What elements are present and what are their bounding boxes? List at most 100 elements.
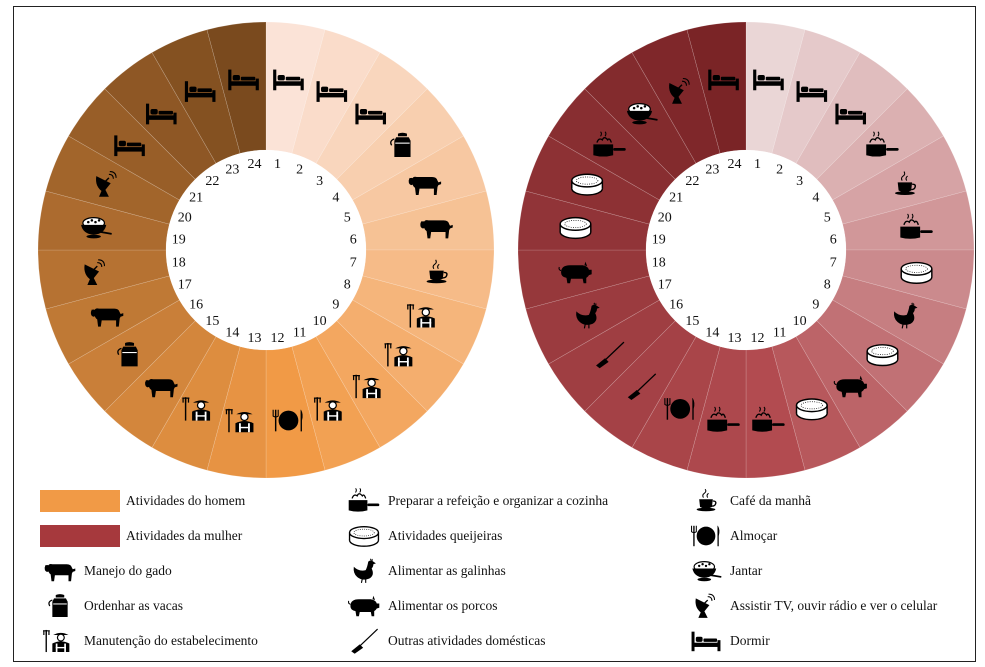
men-hour-label: 22 xyxy=(205,174,219,189)
legend-item: Café da manhã xyxy=(686,486,811,516)
women-hour-label: 11 xyxy=(773,325,786,340)
men-hour-label: 10 xyxy=(313,314,327,329)
legend-item: Atividades queijeiras xyxy=(344,521,502,551)
men-hour-label: 17 xyxy=(178,278,192,293)
men-hour-label: 2 xyxy=(296,163,303,178)
women-hour-label: 21 xyxy=(669,190,683,205)
legend-item: Alimentar as galinhas xyxy=(344,556,506,586)
women-hour-label: 19 xyxy=(652,233,666,248)
women-hour-label: 22 xyxy=(685,174,699,189)
coffee-cup-icon xyxy=(686,486,726,516)
men-hour-label: 16 xyxy=(189,298,203,313)
milk-can-icon xyxy=(40,591,80,621)
women-hour-label: 23 xyxy=(705,163,719,178)
women-hour-label: 5 xyxy=(824,210,831,225)
women-hour-label: 13 xyxy=(728,331,742,346)
men-hour-label: 14 xyxy=(225,325,239,340)
women-hour-label: 15 xyxy=(685,314,699,329)
men-hour-label: 6 xyxy=(350,233,357,248)
legend-label: Café da manhã xyxy=(730,493,811,508)
women-activity-icon-cheese xyxy=(795,398,828,421)
legend-label: Ordenhar as vacas xyxy=(84,598,183,613)
men-hour-label: 11 xyxy=(293,325,306,340)
men-hour-label: 24 xyxy=(248,157,262,172)
broom-icon xyxy=(344,626,384,656)
legend-item: Outras atividades domésticas xyxy=(344,626,545,656)
legend-item: Alimentar os porcos xyxy=(344,591,497,621)
legend-label: Dormir xyxy=(730,633,770,648)
women-hour-label: 9 xyxy=(812,298,819,313)
legend-label: Alimentar as galinhas xyxy=(388,563,506,578)
legend-item: Atividades da mulher xyxy=(40,521,242,551)
women-activity-icon-cheese xyxy=(559,216,592,240)
legend-label: Jantar xyxy=(730,563,763,578)
cattle-icon xyxy=(40,556,80,586)
women-activity-icon-cheese xyxy=(900,261,933,284)
legend-item: Atividades do homem xyxy=(40,486,245,516)
men-hour-label: 12 xyxy=(270,331,284,346)
bed-icon xyxy=(686,626,726,656)
legend-swatch xyxy=(40,490,120,512)
legend-label: Alimentar os porcos xyxy=(388,598,498,613)
women-activity-icon-cheese xyxy=(571,173,604,196)
legend-label: Preparar a refeição e organizar a cozinh… xyxy=(388,493,609,508)
women-hour-label: 4 xyxy=(812,190,819,205)
women-hour-label: 14 xyxy=(705,325,719,340)
women-hour-label: 3 xyxy=(796,174,803,189)
satellite-dish-icon xyxy=(686,591,726,621)
women-hour-label: 16 xyxy=(669,298,683,313)
men-hour-label: 23 xyxy=(225,163,239,178)
women-hour-label: 17 xyxy=(658,278,672,293)
legend-label: Outras atividades domésticas xyxy=(388,633,546,648)
legend-label: Almoçar xyxy=(730,528,778,543)
men-hour-label: 19 xyxy=(172,233,186,248)
legend-label: Manutenção do estabelecimento xyxy=(84,633,258,648)
women-clock-center xyxy=(646,150,846,350)
legend-swatch xyxy=(40,525,120,547)
men-hour-label: 5 xyxy=(344,210,351,225)
men-hour-label: 3 xyxy=(316,174,323,189)
plate-icon xyxy=(686,521,726,551)
legend-item: Manejo do gado xyxy=(40,556,172,586)
women-hour-label: 1 xyxy=(754,157,761,172)
women-hour-label: 20 xyxy=(658,210,672,225)
women-hour-label: 10 xyxy=(793,314,807,329)
men-hour-label: 4 xyxy=(332,190,339,205)
legend-item: Manutenção do estabelecimento xyxy=(40,626,258,656)
men-hour-label: 15 xyxy=(205,314,219,329)
dinner-bowl-icon xyxy=(686,556,726,586)
men-hour-label: 21 xyxy=(189,190,203,205)
legend-label: Manejo do gado xyxy=(84,563,172,578)
women-hour-label: 8 xyxy=(824,278,831,293)
men-hour-label: 18 xyxy=(172,255,186,270)
legend-item: Ordenhar as vacas xyxy=(40,591,183,621)
men-hour-label: 13 xyxy=(248,331,262,346)
women-hour-label: 6 xyxy=(830,233,837,248)
men-hour-label: 8 xyxy=(344,278,351,293)
legend-item: Preparar a refeição e organizar a cozinh… xyxy=(344,486,608,516)
men-hour-label: 20 xyxy=(178,210,192,225)
farmer-icon xyxy=(40,626,80,656)
pig-icon xyxy=(344,591,384,621)
men-clock-center xyxy=(166,150,366,350)
cheese-icon xyxy=(344,521,384,551)
figure-frame xyxy=(13,6,976,662)
men-hour-label: 1 xyxy=(274,157,281,172)
men-hour-label: 7 xyxy=(350,255,357,270)
legend-item: Almoçar xyxy=(686,521,777,551)
legend-item: Dormir xyxy=(686,626,770,656)
cooking-pot-icon xyxy=(344,486,384,516)
legend-label: Assistir TV, ouvir rádio e ver o celular xyxy=(730,598,938,613)
legend-item: Jantar xyxy=(686,556,762,586)
women-activity-icon-cheese xyxy=(866,344,899,367)
legend-label: Atividades do homem xyxy=(126,493,246,508)
women-hour-label: 18 xyxy=(652,255,666,270)
women-hour-label: 12 xyxy=(750,331,764,346)
legend-label: Atividades da mulher xyxy=(126,528,243,543)
hen-icon xyxy=(344,556,384,586)
women-hour-label: 2 xyxy=(776,163,783,178)
women-hour-label: 7 xyxy=(830,255,837,270)
legend-label: Atividades queijeiras xyxy=(388,528,503,543)
